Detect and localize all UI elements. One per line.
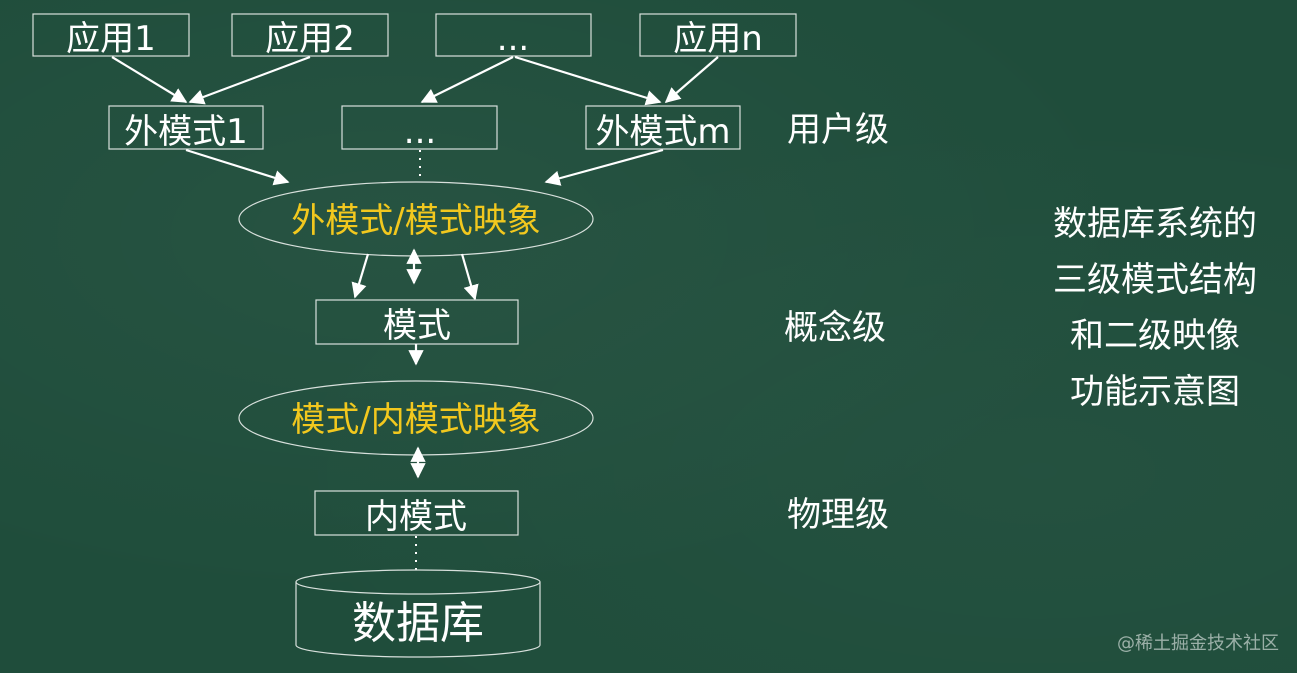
- application-label: ...: [497, 19, 529, 59]
- schema-label: 模式: [383, 306, 451, 346]
- level-user-label: 用户级: [787, 110, 889, 150]
- external-schema-box-ellipsis: ...: [341, 105, 498, 152]
- internal-schema-label: 内模式: [365, 497, 467, 537]
- caption-line: 数据库系统的: [1053, 204, 1257, 244]
- caption-line: 和二级映像: [1070, 316, 1240, 356]
- external-mapping-label: 外模式/模式映象: [291, 201, 540, 241]
- caption-line: 功能示意图: [1070, 372, 1240, 412]
- internal-mapping-label: 模式/内模式映象: [291, 400, 540, 440]
- arrow-ext1-to-mapping: [185, 148, 290, 186]
- watermark: @稀土掘金技术社区: [1117, 633, 1279, 654]
- external-schema-label: ...: [404, 112, 436, 152]
- external-schema-label: 外模式1: [124, 112, 248, 152]
- arrow-mapping-to-schema-right: [460, 253, 479, 301]
- application-box-2: 应用2: [231, 13, 389, 59]
- schema-box: 模式: [315, 299, 519, 346]
- external-schema-box-1: 外模式1: [108, 105, 264, 152]
- application-box-ellipsis: ...: [435, 13, 592, 59]
- application-label: 应用n: [673, 19, 763, 59]
- external-schema-box-m: 外模式m: [585, 105, 741, 152]
- arrow-ellipsis-to-ext-ellipsis: [420, 56, 514, 103]
- arrow-app2-to-ext1: [188, 55, 311, 105]
- database-cylinder: 数据库: [295, 569, 541, 658]
- internal-schema-box: 内模式: [314, 490, 519, 537]
- level-physical-label: 物理级: [787, 495, 889, 535]
- external-schema-mapping: 外模式/模式映象: [238, 181, 594, 257]
- arrow-mapping-to-schema-left: [351, 253, 370, 299]
- application-label: 应用1: [66, 19, 156, 59]
- application-box-1: 应用1: [32, 13, 190, 59]
- arrow-appn-to-extm: [664, 56, 719, 104]
- schema-internal-mapping: 模式/内模式映象: [238, 380, 594, 456]
- application-label: 应用2: [265, 19, 355, 59]
- level-conceptual-label: 概念级: [784, 308, 886, 348]
- diagram-caption: 数据库系统的 三级模式结构 和二级映像 功能示意图: [1030, 196, 1280, 420]
- arrow-app1-to-ext1: [111, 56, 188, 103]
- database-label: 数据库: [352, 598, 484, 649]
- application-box-n: 应用n: [639, 13, 797, 59]
- external-schema-label: 外模式m: [595, 112, 730, 152]
- caption-line: 三级模式结构: [1053, 260, 1257, 300]
- arrow-ellipsis-to-extm: [514, 55, 662, 106]
- arrow-extm-to-mapping: [544, 148, 664, 186]
